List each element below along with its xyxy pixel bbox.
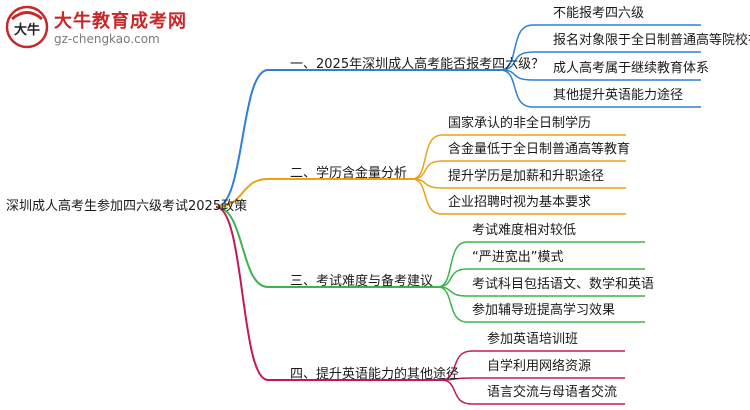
site-name: 大牛教育成考网 [54,11,187,32]
leaf-label-3-2: “严进宽出”模式 [472,250,564,265]
leaf-label-3-4: 参加辅导班提高学习效果 [472,303,616,318]
leaf-connector-2-4 [411,178,443,215]
leaf-label-2-2: 含金量低于全日制普通高等教育 [448,142,631,157]
leaf-label-4-3: 语言交流与母语者交流 [487,385,618,400]
leaf-connector-3-4 [437,286,468,323]
leaf-connector-3-2 [437,268,468,288]
leaf-connector-4-3 [440,379,473,405]
logo-icon: 大牛 [5,5,49,49]
branch-title-1: 一、2025年深圳成人高考能否报考四六级？ [290,57,545,72]
leaf-connector-1-4 [499,69,534,108]
leaf-label-1-2: 报名对象限于全日制普通高等院校在校生 [553,33,750,48]
leaf-label-3-3: 考试科目包括语文、数学和英语 [472,277,655,292]
branch-title-3: 三、考试难度与备考建议 [290,274,434,289]
root-connector-1 [215,69,269,208]
site-url: gz-chengkao.com [54,32,160,46]
leaf-label-1-1: 不能报考四六级 [553,6,645,21]
leaf-label-1-4: 其他提升英语能力途径 [553,88,684,103]
branch-title-4: 四、提升英语能力的其他途径 [290,367,460,382]
root-connector-4 [215,206,269,381]
branch-title-2: 二、学历含金量分析 [290,166,408,181]
leaf-label-2-4: 企业招聘时视为基本要求 [448,195,592,210]
leaf-connector-2-1 [411,134,443,180]
leaf-label-4-1: 参加英语培训班 [487,332,579,347]
root-connector-3 [215,206,269,288]
root-connector-2 [215,178,269,208]
leaf-label-3-1: 考试难度相对较低 [472,223,577,238]
leaf-label-2-3: 提升学历是加薪和升职途径 [448,169,605,184]
leaf-connector-2-2 [411,160,443,180]
logo-text: 大牛 [14,22,40,38]
leaf-label-2-1: 国家承认的非全日制学历 [448,116,592,131]
root-label: 深圳成人高考生参加四六级考试2025政策 [6,199,248,214]
watermark: 大牛 大牛教育成考网 gz-chengkao.com [4,4,194,52]
leaf-label-4-2: 自学利用网络资源 [487,359,592,374]
leaf-label-1-3: 成人高考属于继续教育体系 [553,61,710,76]
leaf-connector-4-1 [440,350,473,381]
leaf-connector-3-1 [437,241,468,288]
